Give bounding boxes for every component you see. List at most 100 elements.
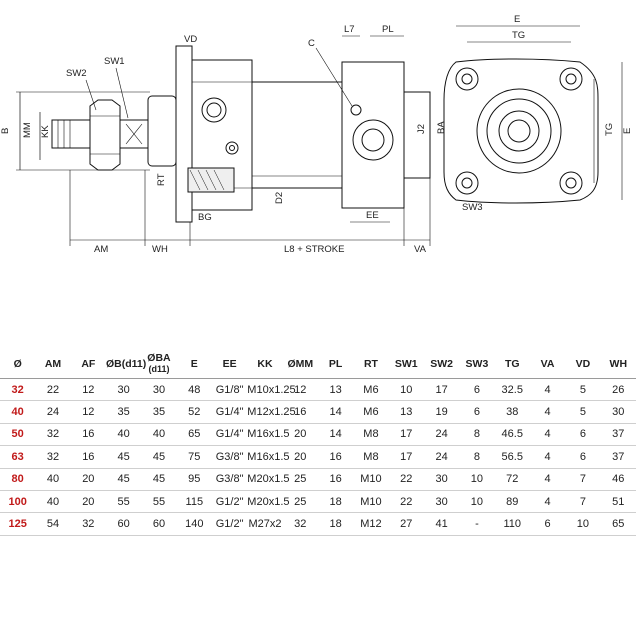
table-cell: 14 bbox=[317, 423, 354, 447]
column-header: ØMM bbox=[283, 350, 318, 379]
table-cell: M20x1.5 bbox=[247, 490, 290, 514]
table-cell: G3/8" bbox=[211, 445, 248, 469]
table-cell: 140 bbox=[176, 512, 212, 536]
column-header-label: VD bbox=[575, 357, 591, 370]
column-header: ØBA(d11) bbox=[141, 350, 176, 379]
table-cell: 37 bbox=[600, 423, 636, 447]
table-cell: 52 bbox=[176, 400, 212, 424]
table-cell: 60 bbox=[105, 512, 142, 536]
table-cell: 5 bbox=[565, 400, 601, 424]
c-label: C bbox=[308, 38, 315, 49]
l8-stroke-label: L8 + STROKE bbox=[284, 244, 344, 255]
table-cell: 45 bbox=[105, 445, 142, 469]
cylinder-technical-drawing: VD L7 PL C SW1 SW2 SW3 B MM KK RT BG D2 … bbox=[0, 14, 633, 255]
table-cell: 6 bbox=[565, 423, 601, 447]
kk-label: KK bbox=[40, 125, 51, 138]
table-cell: 22 bbox=[388, 468, 424, 491]
table-cell: 45 bbox=[105, 468, 142, 491]
table-cell: 5 bbox=[565, 378, 601, 402]
column-header: ØB(d11) bbox=[106, 350, 146, 379]
column-header: VA bbox=[530, 350, 565, 379]
table-cell: M12 bbox=[353, 512, 389, 536]
column-header: RT bbox=[353, 350, 388, 379]
table-cell: M16x1.5 bbox=[247, 423, 290, 447]
tg-top-label: TG bbox=[512, 30, 525, 41]
column-header: PL bbox=[318, 350, 353, 379]
table-cell: 26 bbox=[600, 378, 636, 402]
table-cell: 18 bbox=[317, 490, 354, 514]
table-cell: 4 bbox=[529, 468, 566, 491]
table-cell: 46.5 bbox=[494, 423, 530, 447]
table-cell: 55 bbox=[141, 490, 177, 514]
column-header-label: SW1 bbox=[394, 357, 418, 370]
column-header-label: RT bbox=[363, 357, 378, 370]
table-cell: 51 bbox=[600, 490, 636, 514]
table-cell: 75 bbox=[176, 445, 212, 469]
tg-side-label: TG bbox=[604, 123, 615, 136]
table-cell: 24 bbox=[35, 400, 71, 424]
table-cell: 6 bbox=[529, 512, 566, 536]
table-cell: 8 bbox=[459, 445, 495, 469]
bore-cell: 100 bbox=[0, 490, 36, 514]
mm-label: MM bbox=[22, 122, 33, 138]
table-cell: 10 bbox=[388, 378, 424, 402]
table-cell: 14 bbox=[317, 400, 354, 424]
table-cell: M12x1.25 bbox=[247, 400, 296, 424]
table-cell: M8 bbox=[353, 445, 389, 469]
table-cell: G1/4" bbox=[211, 423, 248, 447]
table-cell: 10 bbox=[565, 512, 601, 536]
ba-label: BA bbox=[436, 121, 447, 134]
sw3-label: SW3 bbox=[462, 202, 483, 213]
table-cell: 30 bbox=[141, 378, 177, 402]
column-header: TG bbox=[495, 350, 530, 379]
table-cell: 32 bbox=[70, 512, 106, 536]
table-cell: 32.5 bbox=[494, 378, 530, 402]
column-header: AF bbox=[71, 350, 106, 379]
table-cell: M16x1.5 bbox=[247, 445, 290, 469]
sw2-label: SW2 bbox=[66, 68, 87, 79]
table-cell: M27x2 bbox=[247, 512, 283, 536]
table-cell: 56.5 bbox=[494, 445, 530, 469]
column-header: SW2 bbox=[424, 350, 459, 379]
rt-label: RT bbox=[156, 173, 167, 186]
table-cell: M6 bbox=[353, 400, 389, 424]
table-cell: 13 bbox=[388, 400, 424, 424]
table-cell: 6 bbox=[459, 378, 495, 402]
table-cell: 10 bbox=[459, 468, 495, 491]
column-header: EE bbox=[212, 350, 247, 379]
table-cell: 60 bbox=[141, 512, 177, 536]
table-cell: 10 bbox=[459, 490, 495, 514]
table-cell: 24 bbox=[423, 423, 460, 447]
table-cell: - bbox=[459, 512, 495, 536]
column-header: AM bbox=[35, 350, 70, 379]
table-cell: 30 bbox=[423, 490, 460, 514]
table-cell: 40 bbox=[141, 423, 177, 447]
table-cell: G1/2" bbox=[211, 490, 248, 514]
table-cell: 20 bbox=[70, 490, 106, 514]
table-cell: 22 bbox=[35, 378, 71, 402]
table-cell: 7 bbox=[565, 490, 601, 514]
table-cell: 45 bbox=[141, 468, 177, 491]
am-label: AM bbox=[94, 244, 108, 255]
table-cell: 89 bbox=[494, 490, 530, 514]
sw1-label: SW1 bbox=[104, 56, 125, 67]
table-cell: 32 bbox=[35, 445, 71, 469]
column-header: VD bbox=[565, 350, 600, 379]
table-cell: 4 bbox=[529, 400, 566, 424]
table-cell: 8 bbox=[459, 423, 495, 447]
bore-cell: 80 bbox=[0, 468, 36, 491]
table-cell: 41 bbox=[423, 512, 460, 536]
table-cell: 65 bbox=[176, 423, 212, 447]
table-cell: M10 bbox=[353, 490, 389, 514]
table-cell: 6 bbox=[459, 400, 495, 424]
table-cell: 30 bbox=[105, 378, 142, 402]
table-cell: 4 bbox=[529, 490, 566, 514]
column-header: SW3 bbox=[459, 350, 494, 379]
table-cell: 30 bbox=[423, 468, 460, 491]
table-cell: 95 bbox=[176, 468, 212, 491]
table-cell: 4 bbox=[529, 378, 566, 402]
table-cell: 16 bbox=[70, 445, 106, 469]
table-cell: 12 bbox=[70, 378, 106, 402]
